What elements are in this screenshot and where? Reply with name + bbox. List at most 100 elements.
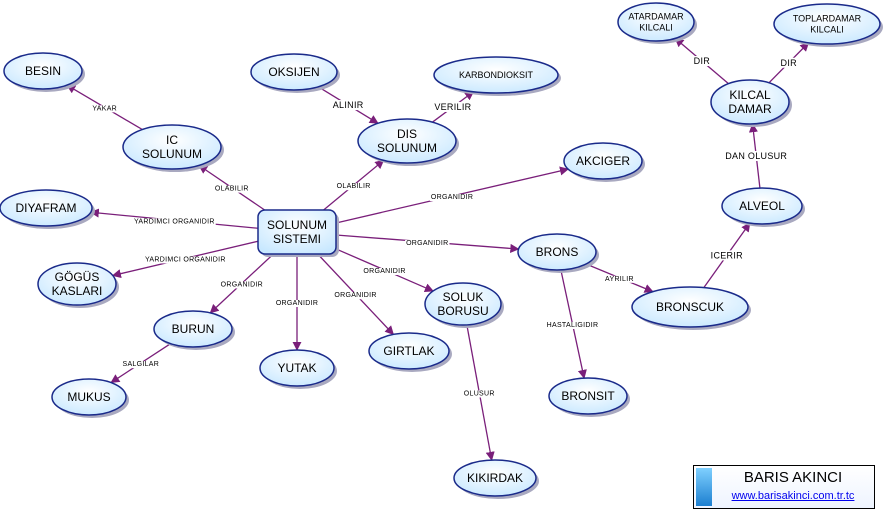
node-diyafram[interactable]: DIYAFRAM <box>0 189 95 229</box>
link-label: DIR <box>781 58 798 68</box>
node-label: BRONS <box>536 245 579 259</box>
node-shape <box>631 286 749 328</box>
link-label: ORGANIDIR <box>363 268 405 275</box>
node-label: BRONSCUK <box>656 300 724 314</box>
node-shape <box>710 79 790 125</box>
node-oksijen[interactable]: OKSIJEN <box>250 53 340 93</box>
link-brons-bronscuk: AYRILIR <box>585 263 654 293</box>
link-label: DAN OLUSUR <box>725 151 787 161</box>
link-solunum-dis-solunum: OLABILIR <box>323 159 385 211</box>
node-shape <box>51 378 127 416</box>
link-solunum-diyafram: YARDIMCI ORGANIDIR <box>89 208 259 229</box>
node-shape <box>37 262 117 306</box>
node-shape <box>153 310 233 348</box>
link-label: VERILIR <box>434 102 471 112</box>
node-label: DAMAR <box>728 102 772 116</box>
link-solunum-gogus-kaslari: YARDIMCI ORGANIDIR <box>111 240 259 279</box>
link-label: YAKAR <box>92 105 117 112</box>
link-label: HASTALIGIDIR <box>547 322 599 329</box>
node-label: GIRTLAK <box>383 344 434 358</box>
node-label: KARBONDIOKSIT <box>459 70 534 80</box>
link-label: ORGANIDIR <box>431 194 473 201</box>
link-label: YARDIMCI ORGANIDIR <box>134 218 215 225</box>
link-label: SALGILAR <box>122 361 159 368</box>
node-label: YUTAK <box>277 361 316 375</box>
node-shape <box>257 209 337 255</box>
node-karbondioksit[interactable]: KARBONDIOKSIT <box>433 56 561 96</box>
node-label: KIKIRDAK <box>467 471 523 485</box>
node-shape <box>424 282 502 326</box>
node-besin[interactable]: BESIN <box>3 52 85 92</box>
node-label: BRONSIT <box>561 389 615 403</box>
link-label: OLUSUR <box>464 390 495 397</box>
link-label: ALINIR <box>333 100 364 110</box>
node-yutak[interactable]: YUTAK <box>259 349 337 389</box>
node-brons[interactable]: BRONS <box>517 233 599 273</box>
node-label: SOLUNUM <box>142 147 202 161</box>
link-label: ORGANIDIR <box>406 240 448 247</box>
link-kilcal-damar-atardamar-kilcali: DIR <box>674 37 729 85</box>
node-label: GÖGÜS <box>55 270 100 284</box>
node-label: BORUSU <box>437 304 488 318</box>
node-label: TOPLARDAMAR <box>793 14 862 24</box>
link-solunum-akciger: ORGANIDIR <box>335 166 570 224</box>
node-label: KILCALI <box>810 25 844 35</box>
link-oksijen-dis-solunum: ALINIR <box>317 86 379 124</box>
link-label: ORGANIDIR <box>276 300 318 307</box>
node-shape <box>453 459 537 497</box>
node-shape <box>357 118 457 164</box>
link-label: OLABILIR <box>337 183 371 190</box>
node-label: KILCAL <box>729 88 771 102</box>
credit-accent-bar <box>696 468 712 506</box>
link-bronscuk-alveol: ICERIR <box>703 222 751 288</box>
node-shape <box>721 187 803 225</box>
node-akciger[interactable]: AKCIGER <box>563 142 645 182</box>
node-shape <box>433 56 559 94</box>
node-bronscuk[interactable]: BRONSCUK <box>631 286 751 330</box>
links-layer: YAKAR ALINIR VERILIR OLABILIR OLABILIR ORGANI… <box>66 37 810 461</box>
node-label: DIS <box>397 127 417 141</box>
node-shape <box>250 53 338 91</box>
node-label: DIYAFRAM <box>15 201 76 215</box>
link-label: OLABILIR <box>215 186 249 193</box>
node-label: OKSIJEN <box>268 65 319 79</box>
link-soluk-borusu-kikirdak: OLUSUR <box>462 324 496 461</box>
node-shape <box>0 189 93 227</box>
node-shape <box>368 332 450 370</box>
node-shape <box>563 142 643 180</box>
author-website-link[interactable]: www.barisakinci.com.tr.tc <box>731 490 855 502</box>
node-burun[interactable]: BURUN <box>153 310 235 350</box>
author-credit-box: BARIS AKINCI www.barisakinci.com.tr.tc <box>693 465 875 509</box>
node-label: BESIN <box>25 64 61 78</box>
node-shape <box>122 124 222 170</box>
link-burun-mukus: SALGILAR <box>110 343 171 384</box>
node-label: MUKUS <box>67 390 110 404</box>
node-kikirdak[interactable]: KIKIRDAK <box>453 459 539 499</box>
node-label: IC <box>166 133 178 147</box>
link-kilcal-damar-toplardamar-kilcali: DIR <box>768 42 810 84</box>
link-alveol-kilcal-damar: DAN OLUSUR <box>724 123 789 189</box>
node-mukus[interactable]: MUKUS <box>51 378 129 418</box>
link-brons-bronsit: HASTALIGIDIR <box>545 269 600 379</box>
node-girtlak[interactable]: GIRTLAK <box>368 332 452 372</box>
link-ic-solunum-besin: YAKAR <box>66 84 143 131</box>
link-solunum-yutak: ORGANIDIR <box>274 254 320 351</box>
node-alveol[interactable]: ALVEOL <box>721 187 805 227</box>
node-shape <box>3 52 83 90</box>
node-shape <box>773 3 881 45</box>
node-label: SOLUNUM <box>267 218 327 232</box>
node-label: SOLUNUM <box>377 141 437 155</box>
node-bronsit[interactable]: BRONSIT <box>548 377 630 417</box>
link-solunum-girtlak: ORGANIDIR <box>317 253 395 336</box>
node-shape <box>259 349 335 387</box>
